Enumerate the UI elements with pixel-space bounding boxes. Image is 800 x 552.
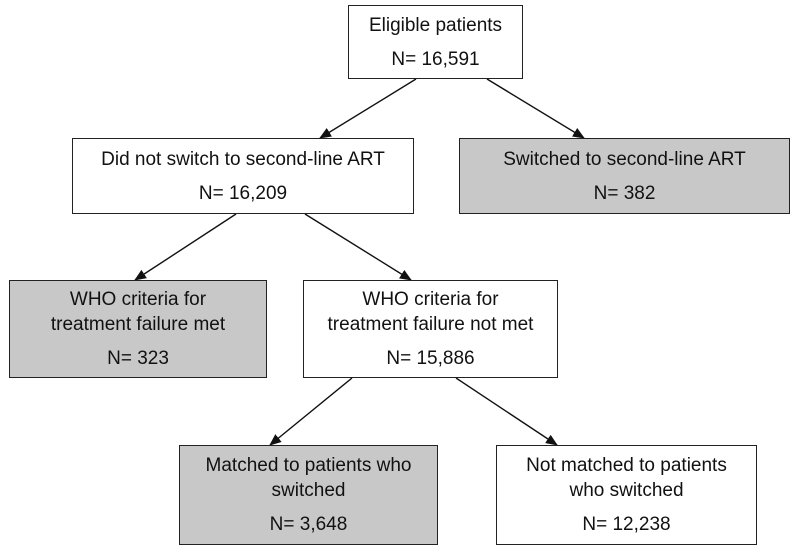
arrow-no-switch-to-who-not-met xyxy=(304,213,412,281)
matched-box: Matched to patients who switched N= 3,64… xyxy=(179,445,438,545)
not-matched-box: Not matched to patients who switched N= … xyxy=(496,445,757,545)
switched-count: N= 382 xyxy=(593,182,656,204)
switched-label: Switched to second-line ART xyxy=(503,148,746,170)
matched-count: N= 3,648 xyxy=(269,514,348,535)
arrow-eligible-to-no-switch xyxy=(319,78,417,139)
not-matched-label-line2: who switched xyxy=(569,480,684,501)
eligible-patients-count: N= 16,591 xyxy=(391,48,480,70)
switched-box: Switched to second-line ART N= 382 xyxy=(459,138,790,214)
arrow-who-not-met-to-matched xyxy=(269,377,353,446)
who-criteria-not-met-count: N= 15,886 xyxy=(386,348,475,369)
who-criteria-not-met-label-line1: WHO criteria for xyxy=(362,289,499,310)
not-matched-count: N= 12,238 xyxy=(582,514,671,535)
who-criteria-not-met-label-line2: treatment failure not met xyxy=(327,314,534,335)
eligible-patients-box: Eligible patients N= 16,591 xyxy=(348,5,523,79)
who-criteria-met-label-line2: treatment failure met xyxy=(50,314,226,335)
did-not-switch-box: Did not switch to second-line ART N= 16,… xyxy=(72,138,414,214)
arrow-eligible-to-switched xyxy=(486,78,585,139)
who-criteria-met-count: N= 323 xyxy=(107,348,169,369)
who-criteria-met-label-line1: WHO criteria for xyxy=(69,289,207,310)
arrow-no-switch-to-who-met xyxy=(134,213,237,281)
who-criteria-met-box: WHO criteria for treatment failure met N… xyxy=(9,280,267,378)
did-not-switch-count: N= 16,209 xyxy=(198,182,288,204)
who-criteria-not-met-box: WHO criteria for treatment failure not m… xyxy=(303,280,558,378)
arrow-who-not-met-to-not-matched xyxy=(455,377,558,446)
not-matched-label-line1: Not matched to patients xyxy=(526,455,727,476)
matched-label-line2: switched xyxy=(271,480,346,501)
matched-label-line1: Matched to patients who xyxy=(205,455,412,476)
eligible-patients-label: Eligible patients xyxy=(368,14,503,36)
did-not-switch-label: Did not switch to second-line ART xyxy=(101,148,385,170)
